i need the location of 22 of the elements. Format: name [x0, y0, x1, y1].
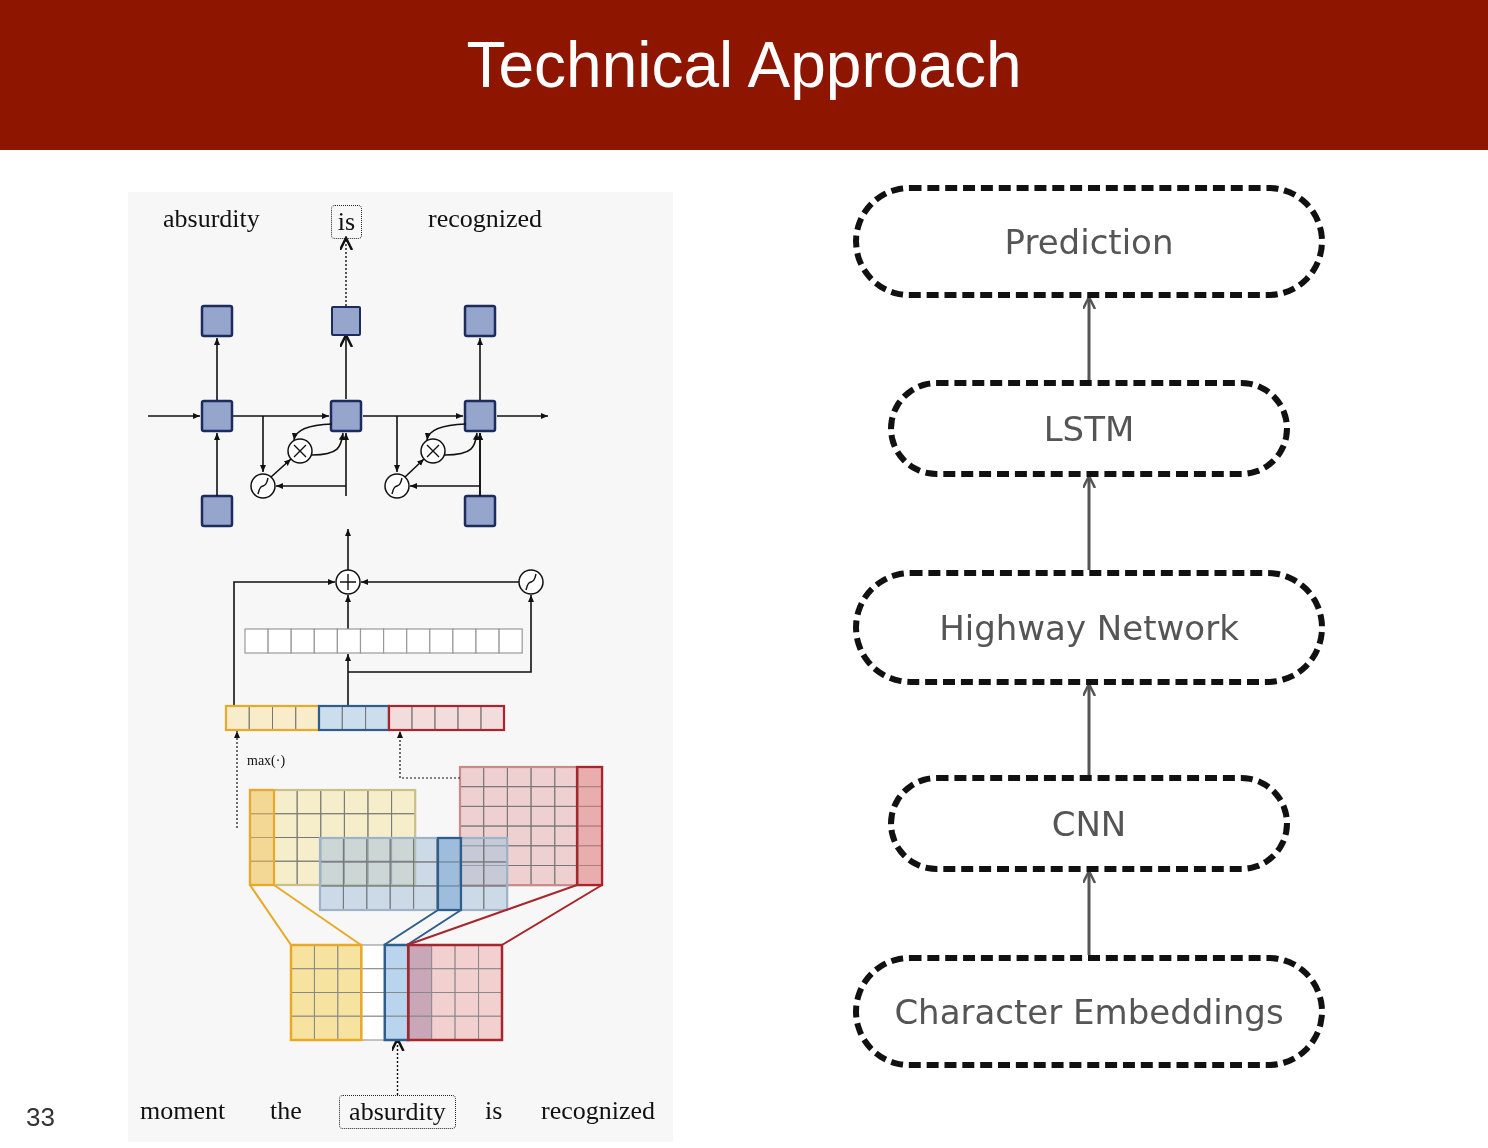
arrow [1081, 682, 1097, 775]
layer-box: CNN [888, 775, 1290, 872]
layer-box: LSTM [888, 380, 1290, 477]
arrow [1081, 295, 1097, 380]
page-number: 33 [26, 1102, 55, 1133]
word-label: recognized [428, 204, 543, 234]
arrow [338, 236, 354, 307]
arrow [1081, 869, 1097, 955]
layer-box: Character Embeddings [853, 955, 1325, 1068]
word-label: absurdity [163, 204, 260, 234]
word-label: recognized [541, 1096, 656, 1126]
function-label: max(·) [247, 753, 286, 769]
word-label: moment [140, 1096, 226, 1126]
slide-title: Technical Approach [465, 28, 1023, 102]
embedding-matrix [291, 945, 502, 1040]
lstm-output-cell [331, 306, 361, 336]
arrow [338, 333, 354, 400]
layer-box: Prediction [853, 185, 1325, 298]
word-label: the [270, 1096, 302, 1126]
layer-box: Highway Network [853, 570, 1325, 685]
word-label: is [485, 1096, 503, 1126]
arrow [1081, 474, 1097, 570]
